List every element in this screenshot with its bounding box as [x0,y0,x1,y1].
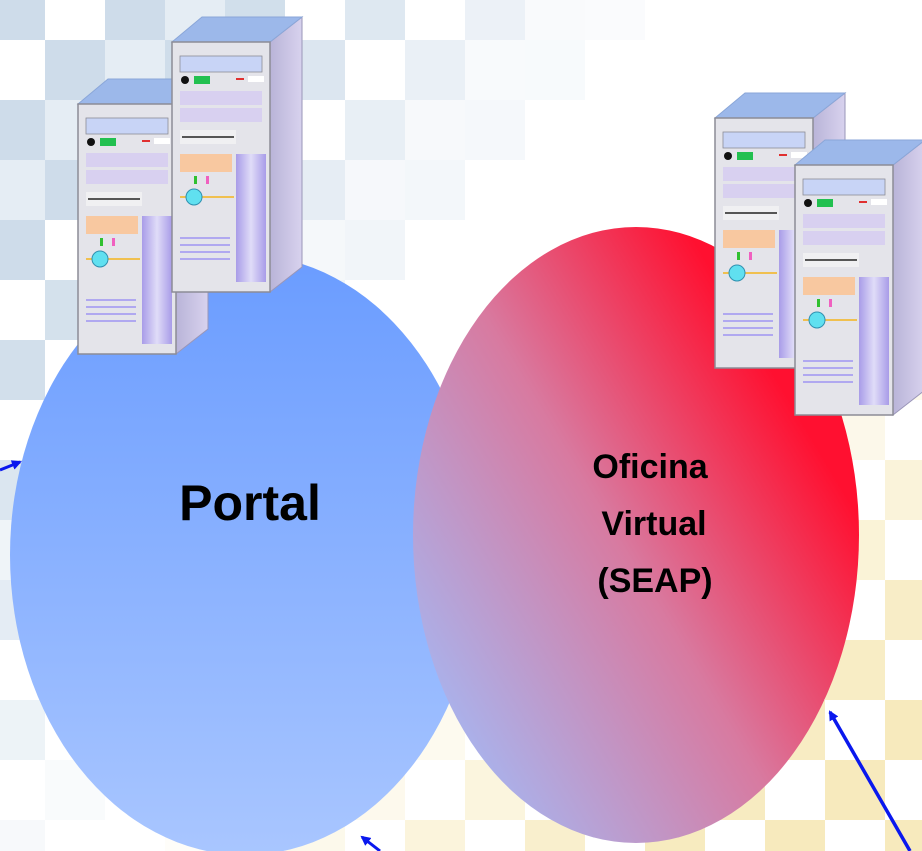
background-tile [465,0,525,40]
background-tile [885,820,922,851]
background-tile [0,0,45,40]
arrow-icon [0,460,22,472]
arrow-icon [360,835,381,851]
background-tile [525,0,585,40]
background-tile [0,820,45,851]
background-tile [765,820,825,851]
background-tile [465,40,525,100]
background-tile [345,220,405,280]
background-tile [885,700,922,760]
background-tile [405,40,465,100]
oficina-ellipse [413,227,859,843]
oficina-label-line1: Oficina [592,448,708,486]
background-tile [585,0,645,40]
background-tile [465,100,525,160]
background-tile [885,460,922,520]
server-tower-icon [794,139,922,416]
background-tile [0,100,45,160]
background-tile [0,340,45,400]
oficina-label-line3: (SEAP) [597,562,712,600]
background-tile [0,220,45,280]
background-tile [525,40,585,100]
portal-ellipse [10,255,480,851]
background-tile [105,0,165,40]
background-tile [0,160,45,220]
arrow-icon [828,710,912,851]
background-tile [345,0,405,40]
background-tile [0,700,45,760]
background-tile [885,580,922,640]
portal-label: Portal [179,475,321,531]
background-tile [405,820,465,851]
background-tile [345,100,405,160]
oficina-label-line2: Virtual [601,505,706,543]
background-tile [345,160,405,220]
background-tile [405,100,465,160]
background-tile [405,160,465,220]
server-tower-icon [171,16,303,293]
